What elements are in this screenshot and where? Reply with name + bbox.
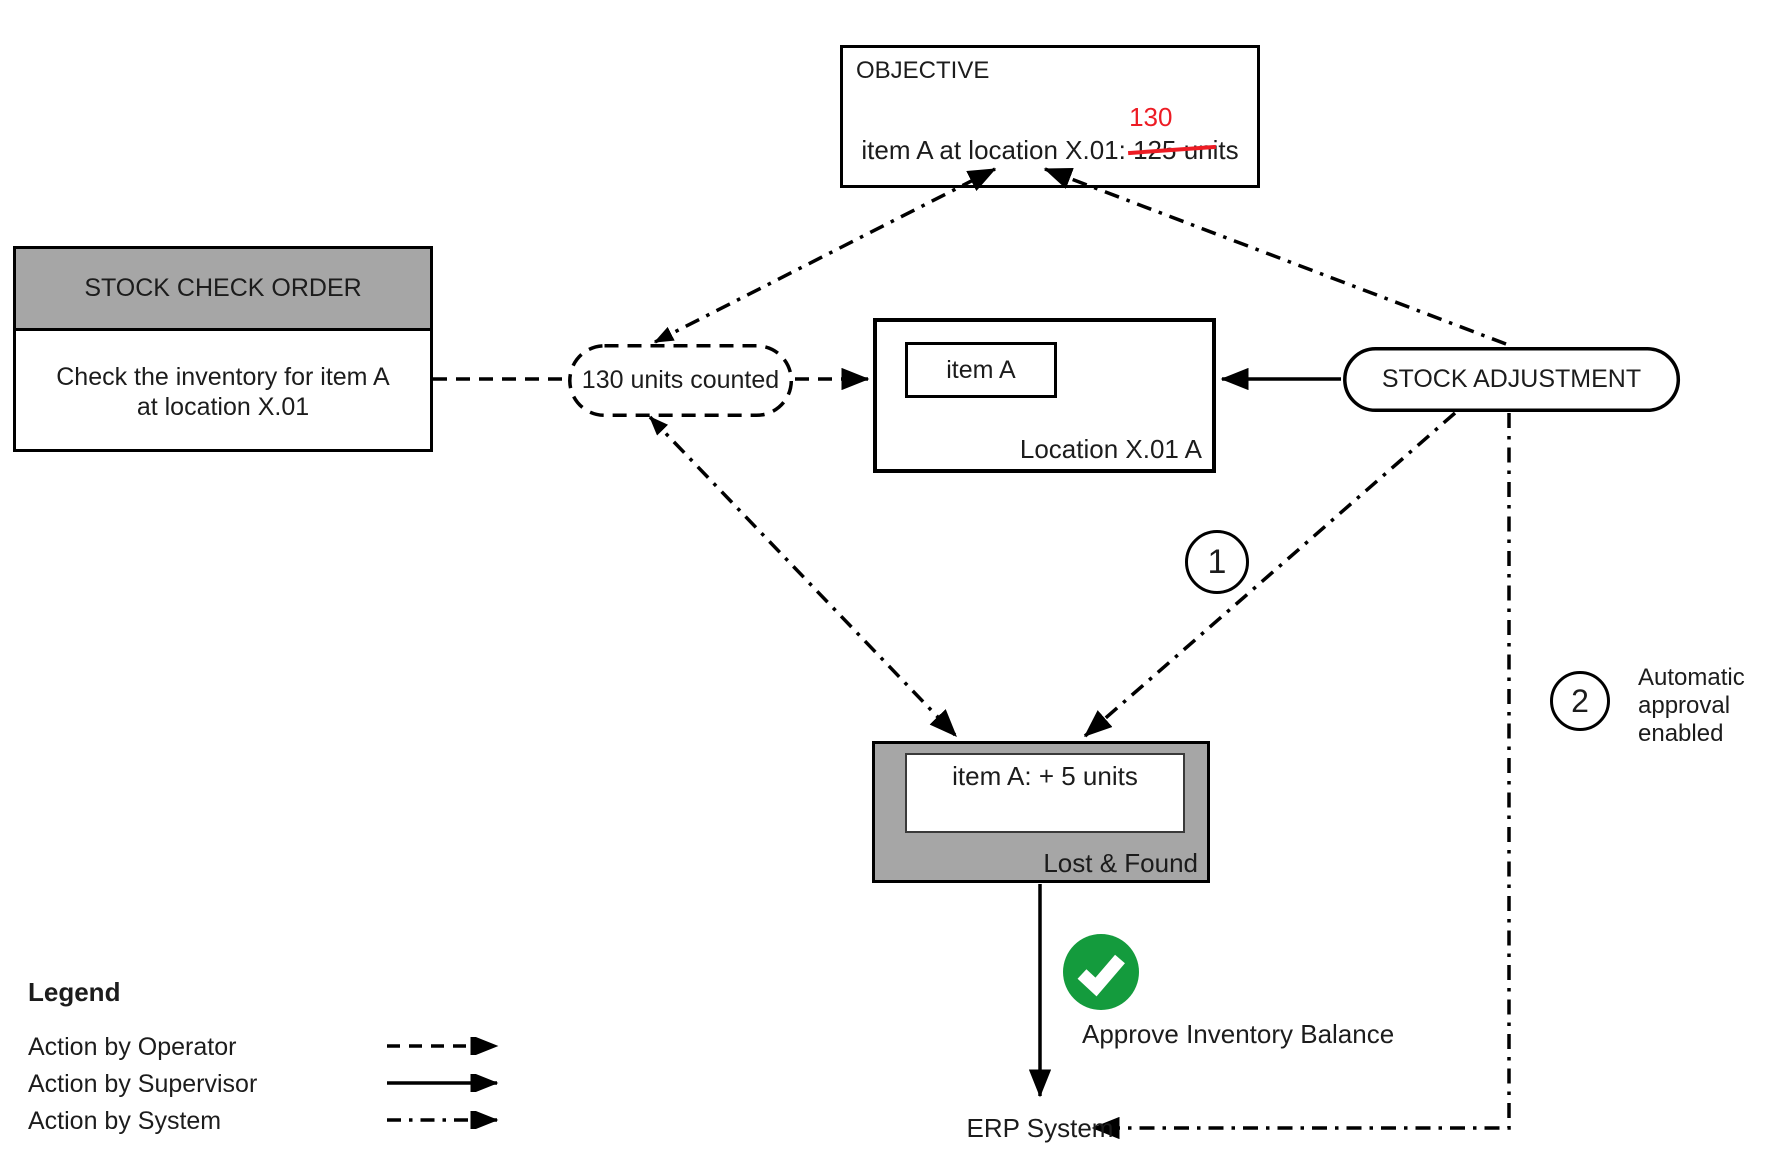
checkmark-glyph	[1077, 954, 1125, 997]
auto-approval-note-line2: approval	[1638, 692, 1731, 719]
auto-approval-note-line1: Automatic	[1638, 664, 1745, 691]
step-1-number: 1	[1207, 542, 1227, 581]
stock-check-order-header: STOCK CHECK ORDER	[13, 246, 433, 331]
objective-old-count-wrap: 130125	[1128, 102, 1217, 166]
objective-value-line: item A at location X.01: 130125 units	[840, 102, 1260, 166]
lost-and-found-label: Lost & Found	[1043, 848, 1198, 878]
objective-line-prefix: item A at location X.01:	[861, 135, 1134, 165]
lost-and-found-entry: item A: + 5 units	[952, 761, 1138, 791]
step-2-number: 2	[1571, 682, 1589, 719]
stock-check-order-title: STOCK CHECK ORDER	[84, 274, 362, 302]
lost-and-found-entry-box: item A: + 5 units	[905, 753, 1185, 833]
item-a-label: item A	[946, 355, 1016, 384]
stock-adjustment-text: STOCK ADJUSTMENT	[1381, 365, 1642, 393]
objective-box	[840, 45, 1260, 188]
objective-new-count: 130	[1129, 102, 1173, 132]
location-label: Location X.01 A	[1019, 434, 1202, 464]
stock-check-order-body: Check the inventory for item A at locati…	[13, 331, 433, 452]
auto-approval-note: Automatic approval enabled	[1638, 664, 1745, 748]
stock-check-order-body-line1: Check the inventory for item A	[56, 362, 390, 391]
counted-pill-label: 130 units counted	[568, 344, 793, 416]
approved-check-icon	[1063, 934, 1139, 1010]
legend-operator-label: Action by Operator	[28, 1033, 237, 1061]
connector-count-to-objective	[653, 167, 997, 344]
operator-dashed-arrow-icon	[387, 1037, 499, 1055]
erp-system-label: ERP System	[966, 1113, 1114, 1143]
legend-title: Legend	[28, 977, 121, 1007]
stock-check-order-body-line2: at location X.01	[136, 392, 310, 421]
item-a-box: item A	[905, 342, 1057, 398]
objective-title: OBJECTIVE	[856, 57, 990, 84]
counted-pill-text: 130 units counted	[581, 365, 780, 394]
auto-approval-note-line3: enabled	[1638, 720, 1724, 747]
approve-inventory-balance-label: Approve Inventory Balance	[1082, 1019, 1395, 1049]
step-2-badge: 2	[1550, 671, 1610, 731]
supervisor-solid-arrow-icon	[387, 1074, 499, 1092]
system-dashdot-arrow-icon	[387, 1111, 499, 1129]
legend-supervisor-label: Action by Supervisor	[28, 1070, 258, 1098]
stock-adjustment-label: STOCK ADJUSTMENT	[1343, 347, 1680, 412]
step-1-badge: 1	[1185, 530, 1249, 594]
legend-system-label: Action by System	[28, 1107, 222, 1135]
